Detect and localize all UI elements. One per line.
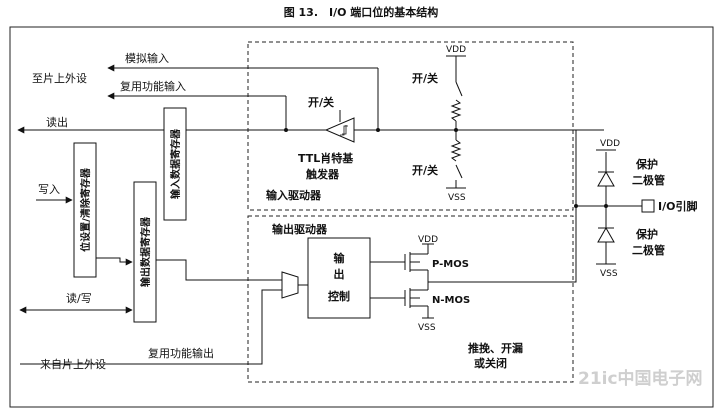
- output-control-label-2: 出: [334, 267, 345, 281]
- bsrr-to-odr: [96, 257, 133, 266]
- label-af-output: 复用功能输出: [148, 346, 214, 360]
- output-driver-box: [247, 215, 574, 383]
- schmitt-trigger: [324, 117, 355, 143]
- outer-frame: [9, 26, 714, 408]
- drain-to-bus: [428, 206, 577, 283]
- bsrr-register: [73, 142, 97, 278]
- schmitt-label-1: TTL肖特基: [298, 151, 354, 165]
- output-modes-line-2: 或关闭: [474, 356, 507, 370]
- label-read: 读出: [46, 115, 68, 129]
- nmos-transistor: [404, 282, 434, 319]
- input-data-register: [163, 107, 187, 221]
- pullup-resistor: [450, 99, 462, 122]
- diode-top-icon: [597, 170, 615, 187]
- vdd-diode-label: VDD: [600, 139, 620, 149]
- protect-bottom-2: 二极管: [632, 243, 665, 257]
- io-pin-box: [641, 199, 655, 213]
- protect-bottom-1: 保护: [635, 227, 658, 241]
- output-control-label-1: 输: [334, 251, 346, 265]
- label-af-input: 复用功能输入: [120, 79, 186, 93]
- output-mux: [281, 271, 299, 299]
- vdd-output-label: VDD: [418, 235, 438, 245]
- output-control-box: [307, 237, 371, 319]
- label-analog-input: 模拟输入: [125, 51, 169, 65]
- vss-output-label: VSS: [418, 323, 436, 333]
- input-driver-box: [247, 41, 574, 211]
- label-read-write: 读/写: [66, 291, 92, 305]
- switch-bottom-label: 开/关: [412, 163, 438, 177]
- bsrr-register-label: 位设置/清除寄存器: [79, 167, 92, 252]
- io-pin-label: I/O引脚: [658, 199, 697, 213]
- pmos-transistor: [404, 243, 434, 282]
- protect-top-2: 二极管: [632, 173, 665, 187]
- vss-top-label: VSS: [448, 193, 466, 203]
- switch-top-label: 开/关: [412, 71, 438, 85]
- output-data-register-label: 输出数据寄存器: [139, 216, 152, 287]
- pmos-label: P-MOS: [432, 259, 469, 270]
- diode-bottom-icon: [597, 226, 615, 243]
- odr-to-mux: [156, 259, 282, 281]
- nmos-label: N-MOS: [432, 295, 470, 306]
- schmitt-label-2: 触发器: [305, 167, 340, 181]
- pullup-switch: [455, 81, 463, 97]
- label-write: 写入: [38, 183, 60, 196]
- pulldown-resistor: [450, 139, 462, 162]
- pulldown-switch: [455, 164, 463, 179]
- input-driver-label: 输入驱动器: [266, 188, 322, 202]
- protect-top-1: 保护: [635, 157, 658, 171]
- watermark: 21ic中国电子网: [578, 368, 703, 389]
- output-modes-line-1: 推挽、开漏: [468, 341, 523, 355]
- input-data-register-label: 输入数据寄存器: [169, 128, 182, 199]
- figure-title: 图 13. I/O 端口位的基本结构: [284, 5, 439, 19]
- vss-diode-label: VSS: [600, 269, 618, 279]
- label-to-peripheral: 至片上外设: [32, 72, 87, 85]
- output-control-label-3: 控制: [328, 289, 350, 303]
- schmitt-hysteresis-icon: [340, 125, 348, 136]
- junction-dot: [574, 204, 578, 208]
- af-output-line: [20, 289, 282, 365]
- junction-dot: [376, 128, 380, 132]
- output-driver-label: 输出驱动器: [272, 222, 328, 236]
- junction-dot: [604, 204, 608, 208]
- switch-left-label: 开/关: [308, 95, 334, 109]
- junction-dot: [454, 128, 458, 132]
- junction-dot: [284, 128, 288, 132]
- output-data-register: [133, 181, 157, 323]
- vdd-top-label: VDD: [446, 45, 466, 55]
